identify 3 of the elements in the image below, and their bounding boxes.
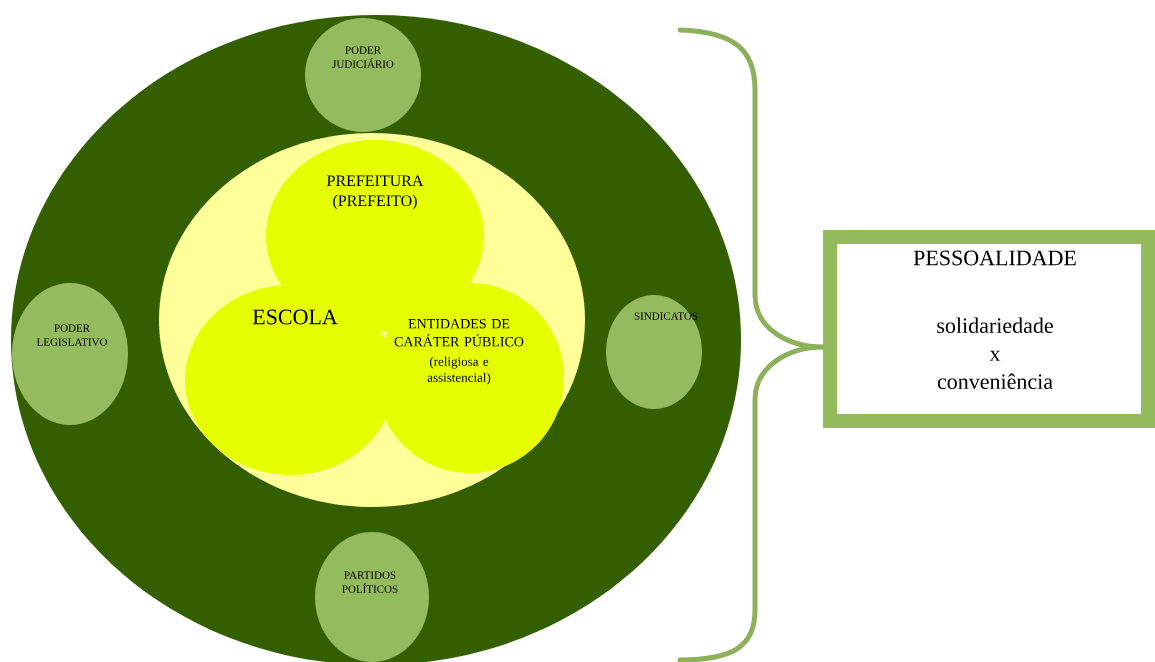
node-label: PREFEITURA (PREFEITO)	[327, 175, 424, 210]
text-box: PESSOALIDADE solidariedade x conveniência	[823, 230, 1155, 428]
node-label: (religiosa e assistencial)	[427, 356, 491, 385]
